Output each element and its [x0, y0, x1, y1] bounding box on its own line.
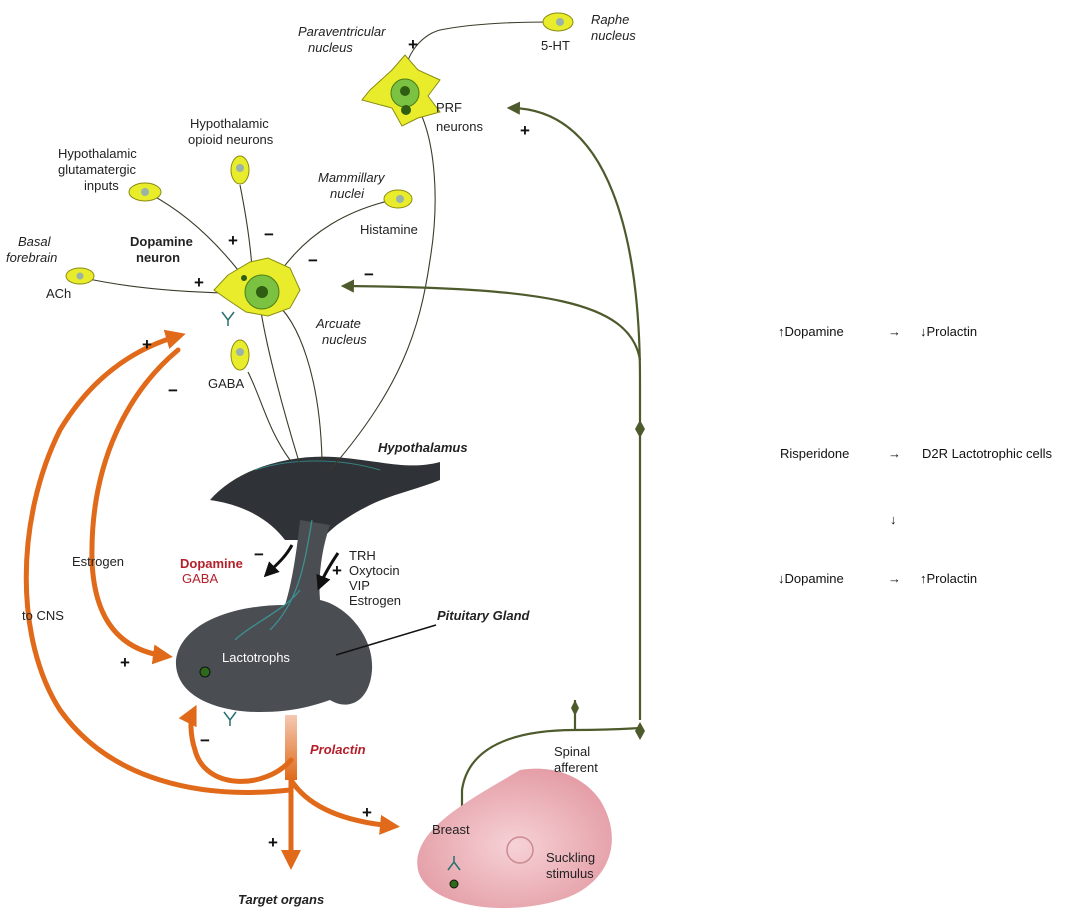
mammillary-neuron — [383, 189, 413, 209]
arcuate-label: Arcuate — [315, 316, 361, 331]
plus-sign: + — [268, 833, 278, 852]
minus-sign: − — [254, 545, 264, 564]
raphe-label: Raphe — [591, 12, 629, 27]
spinal-label: Spinal — [554, 744, 590, 759]
minus-sign: − — [168, 381, 178, 400]
oxytocin-label: Oxytocin — [349, 563, 400, 578]
prf-label-2: neurons — [436, 119, 483, 134]
note-row-2-left: Risperidone — [780, 446, 850, 461]
suckling-label: Suckling — [546, 850, 595, 865]
note-row-1-right: ↓Prolactin — [920, 324, 978, 339]
dopamine-neuron-label: Dopamine — [130, 234, 193, 249]
glutamatergic-label-3: inputs — [84, 178, 119, 193]
prf-label: PRF — [436, 100, 462, 115]
vip-label: VIP — [349, 578, 370, 593]
minus-sign: − — [364, 265, 374, 284]
to-cns-label: to CNS — [22, 608, 64, 623]
note-row-4-left: ↓Dopamine — [778, 571, 844, 586]
opioid-label: Hypothalamic — [190, 116, 269, 131]
suckling-label-2: stimulus — [546, 866, 594, 881]
to-cns-arrow — [23, 329, 293, 795]
plus-sign: + — [362, 803, 372, 822]
breast-shape — [417, 768, 612, 909]
basal-forebrain-neuron — [65, 267, 95, 285]
gaba-neuron-label: GABA — [208, 376, 244, 391]
estrogen-label: Estrogen — [72, 554, 124, 569]
pituitary-leader-line — [335, 624, 437, 656]
dopamine-neuron — [213, 257, 301, 317]
prolactin-arrows — [178, 704, 400, 870]
hypothalamus-shape — [210, 456, 440, 540]
glutamatergic-label-2: glutamatergic — [58, 162, 137, 177]
plus-sign: + — [120, 653, 130, 672]
note-row-4-right: ↑Prolactin — [920, 571, 978, 586]
note-row-1-left: ↑Dopamine — [778, 324, 844, 339]
note-row-2-right: D2R Lactotrophic cells — [922, 446, 1053, 461]
dopamine-inhibition-arrow — [263, 544, 294, 578]
raphe-label-2: nucleus — [591, 28, 636, 43]
plus-sign: + — [194, 273, 204, 292]
receptor-icon — [221, 311, 461, 871]
prolactin-label: Prolactin — [310, 742, 366, 757]
paraventricular-label: Paraventricular — [298, 24, 386, 39]
dopamine-neuron-label-2: neuron — [136, 250, 180, 265]
trh-label: TRH — [349, 548, 376, 563]
breast-label: Breast — [432, 822, 470, 837]
opioid-label-2: opioid neurons — [188, 132, 274, 147]
note-row-3-arrow: ↓ — [890, 512, 897, 527]
gaba-neuron — [230, 339, 250, 371]
gaba-hormone-label: GABA — [182, 571, 218, 586]
glutamatergic-label: Hypothalamic — [58, 146, 137, 161]
plus-sign: + — [228, 231, 238, 250]
spinal-label-2: afferent — [554, 760, 598, 775]
mammillary-label-2: nuclei — [330, 186, 365, 201]
raphe-neuron — [542, 12, 574, 32]
basal-label-2: forebrain — [6, 250, 57, 265]
pituitary-gland-shape — [175, 519, 373, 712]
plus-sign: + — [408, 35, 418, 54]
estrogen-hormone-label: Estrogen — [349, 593, 401, 608]
plus-sign: + — [520, 121, 530, 140]
minus-sign: − — [264, 225, 274, 244]
basal-label: Basal — [18, 234, 52, 249]
estrogen-arrow — [89, 347, 181, 665]
ach-label: ACh — [46, 286, 71, 301]
plus-sign: + — [332, 561, 342, 580]
trh-stimulation-arrow — [316, 552, 340, 591]
mammillary-label: Mammillary — [318, 170, 386, 185]
arcuate-label-2: nucleus — [322, 332, 367, 347]
spinal-afferent-pathway — [340, 101, 645, 808]
note-row-4-arrow: → — [888, 571, 901, 586]
lactotrophs-label: Lactotrophs — [222, 650, 290, 665]
five-ht-label: 5-HT — [541, 38, 570, 53]
histamine-label: Histamine — [360, 222, 418, 237]
glutamatergic-neuron — [128, 182, 162, 202]
pituitary-label: Pituitary Gland — [437, 608, 531, 623]
note-row-1-arrow: → — [888, 324, 901, 339]
paraventricular-label-2: nucleus — [308, 40, 353, 55]
minus-sign: − — [200, 731, 210, 750]
opioid-neuron — [230, 155, 250, 185]
minus-sign: − — [308, 251, 318, 270]
dopamine-hormone-label: Dopamine — [180, 556, 243, 571]
plus-sign: + — [142, 335, 152, 354]
paraventricular-neuron — [361, 54, 441, 127]
hypothalamus-label: Hypothalamus — [378, 440, 468, 455]
target-organs-label: Target organs — [238, 892, 324, 907]
note-row-2-arrow: → — [888, 446, 901, 461]
